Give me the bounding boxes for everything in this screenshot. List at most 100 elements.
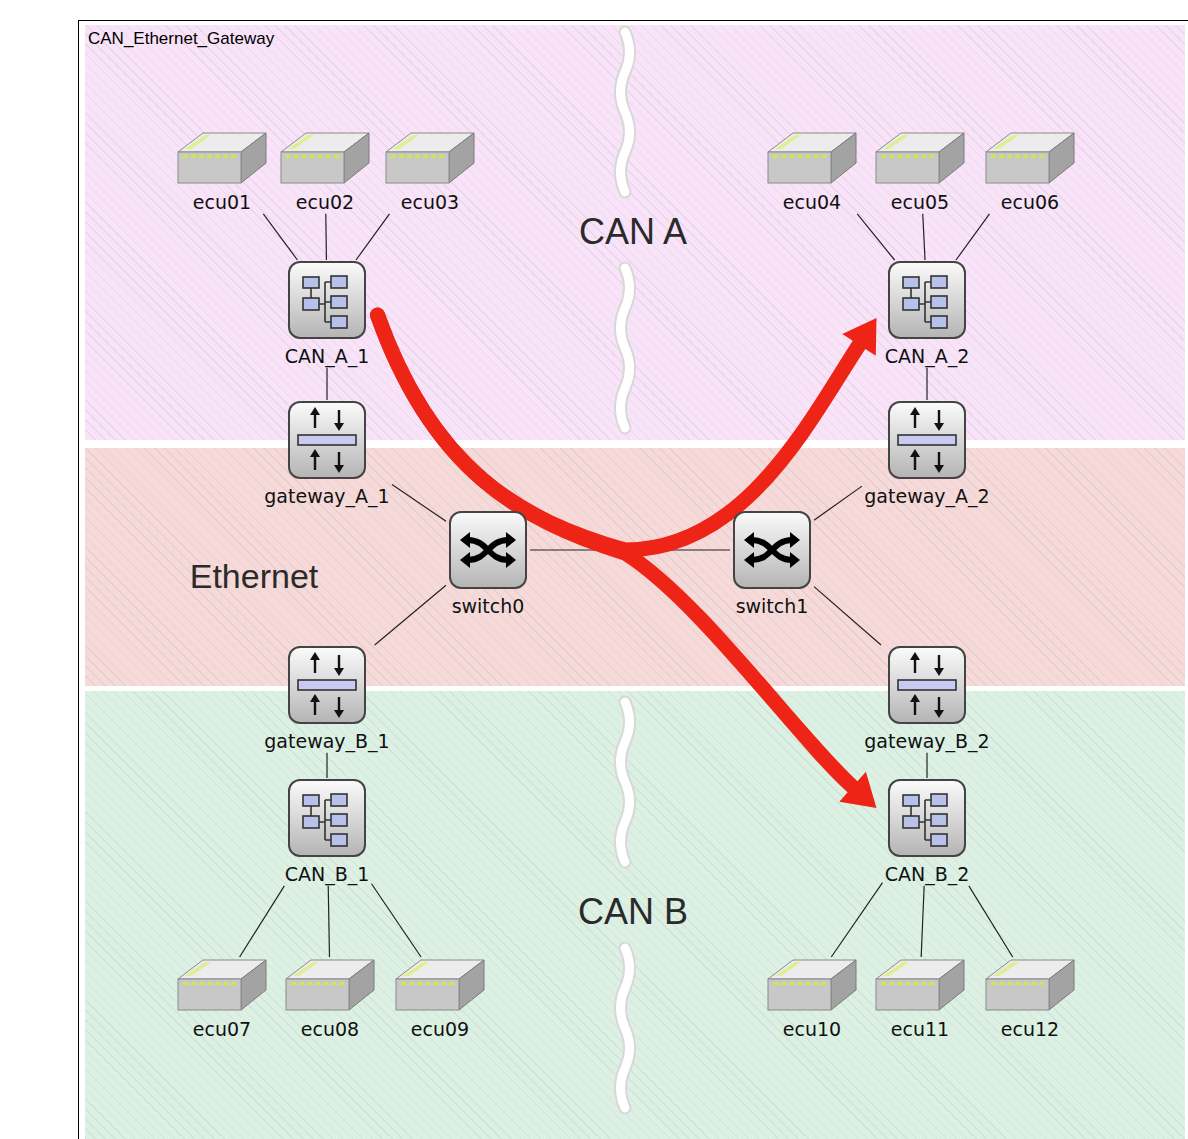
band-label: Ethernet: [190, 558, 319, 595]
ecu-icon: [875, 130, 965, 186]
node-label: ecu09: [411, 1019, 469, 1041]
link-line: [969, 886, 1013, 957]
node-label: CAN_B_1: [285, 864, 370, 886]
can-bus-node: CAN_B_1: [283, 778, 372, 886]
message-flow-arrow: [378, 315, 877, 808]
node-label: gateway_B_2: [864, 731, 989, 753]
ecu-icon: [395, 957, 485, 1013]
node-label: switch1: [736, 596, 809, 618]
link-line: [921, 886, 924, 957]
node-label: ecu05: [891, 192, 949, 214]
node-label: CAN_A_1: [285, 346, 370, 368]
gateway-node: gateway_A_1: [262, 400, 392, 508]
link-line: [240, 886, 285, 957]
link-line: [392, 484, 446, 521]
ecu-node: ecu08: [283, 957, 377, 1041]
link-line: [814, 486, 862, 520]
can-icon: [887, 778, 967, 858]
node-label: ecu08: [301, 1019, 359, 1041]
ecu-node: ecu12: [983, 957, 1077, 1041]
band-label: CAN A: [579, 212, 687, 252]
ecu-icon: [767, 130, 857, 186]
link-line: [956, 214, 989, 260]
ecu-node: ecu06: [983, 130, 1077, 214]
sw-icon: [732, 510, 812, 590]
gw-icon: [287, 645, 367, 725]
node-label: ecu11: [891, 1019, 949, 1041]
link-line: [327, 753, 328, 778]
ecu-node: ecu02: [278, 130, 372, 214]
can-bus-node: CAN_A_2: [883, 260, 972, 368]
link-line: [927, 368, 928, 400]
link-line: [328, 886, 329, 957]
link-line: [814, 486, 862, 520]
link-line: [831, 883, 882, 957]
link-line: [814, 587, 881, 645]
module-title: CAN_Ethernet_Gateway: [88, 29, 274, 49]
link-line: [969, 886, 1013, 957]
link-line: [814, 587, 881, 645]
link-line: [356, 214, 389, 260]
message-flow-arrow: [378, 315, 877, 550]
node-label: CAN_B_2: [885, 864, 970, 886]
link-line: [263, 214, 297, 260]
node-label: gateway_A_1: [264, 486, 389, 508]
can-bus-node: CAN_B_2: [883, 778, 972, 886]
ecu-icon: [875, 957, 965, 1013]
arrow-head: [839, 772, 876, 808]
ecu-node: ecu09: [393, 957, 487, 1041]
link-line: [926, 368, 927, 400]
node-label: gateway_B_1: [264, 731, 389, 753]
ecu-icon: [385, 130, 475, 186]
link-line: [375, 585, 446, 645]
node-label: ecu02: [296, 192, 354, 214]
ecu-node: ecu05: [873, 130, 967, 214]
link-line: [857, 214, 894, 260]
node-label: ecu01: [193, 192, 251, 214]
link-line: [326, 368, 327, 400]
gateway-node: gateway_A_2: [862, 400, 992, 508]
node-label: ecu10: [783, 1019, 841, 1041]
can-icon: [887, 260, 967, 340]
link-line: [327, 368, 328, 400]
gw-icon: [887, 645, 967, 725]
link-line: [923, 214, 925, 260]
node-label: gateway_A_2: [864, 486, 989, 508]
ecu-icon: [985, 130, 1075, 186]
gw-icon: [887, 400, 967, 480]
node-label: switch0: [452, 596, 525, 618]
ecu-icon: [285, 957, 375, 1013]
link-line: [356, 214, 389, 260]
link-line: [325, 214, 327, 260]
arrow-head: [842, 318, 876, 356]
link-line: [240, 886, 285, 957]
switch-node: switch0: [446, 510, 530, 618]
flow-curve: [378, 315, 853, 787]
link-line: [926, 753, 927, 778]
link-line: [831, 883, 882, 957]
ecu-node: ecu04: [765, 130, 859, 214]
ecu-node: ecu10: [765, 957, 859, 1041]
node-label: ecu12: [1001, 1019, 1059, 1041]
link-line: [328, 886, 329, 957]
ecu-node: ecu07: [175, 957, 269, 1041]
node-label: ecu06: [1001, 192, 1059, 214]
link-line: [857, 214, 894, 260]
link-line: [326, 753, 327, 778]
ecu-icon: [177, 130, 267, 186]
ecu-icon: [177, 957, 267, 1013]
can-icon: [287, 778, 367, 858]
ecu-node: ecu01: [175, 130, 269, 214]
can-icon: [287, 260, 367, 340]
link-line: [921, 886, 924, 957]
link-line: [375, 585, 446, 645]
ecu-node: ecu03: [383, 130, 477, 214]
network-band: CAN B CAN_B_1 CAN_B_2 ecu07 ecu08 ecu09 ecu10 e…: [85, 691, 1185, 1139]
gateway-node: gateway_B_2: [862, 645, 992, 753]
link-line: [927, 753, 928, 778]
ecu-icon: [280, 130, 370, 186]
band-label: CAN B: [578, 892, 688, 932]
ecu-icon: [767, 957, 857, 1013]
flow-curve: [378, 315, 860, 550]
